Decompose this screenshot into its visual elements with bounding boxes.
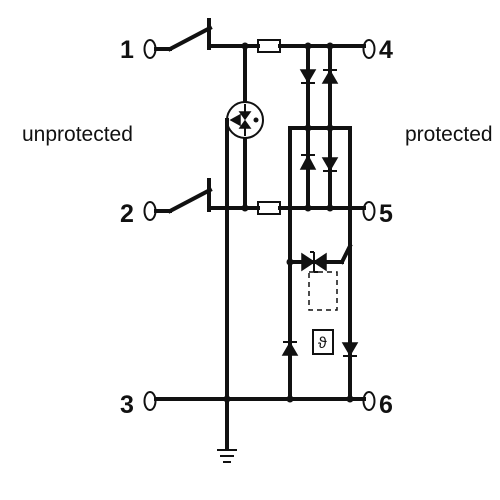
gas-arrester — [225, 44, 264, 401]
unprotected-label: unprotected — [22, 123, 133, 146]
thermal-fuse-box — [312, 329, 334, 355]
junction-dots — [223, 42, 354, 403]
terminal-1-circle — [143, 39, 157, 59]
fuse-2 — [257, 201, 281, 215]
terminal-6-label: 6 — [379, 391, 393, 419]
terminal-4-label: 4 — [379, 36, 393, 64]
fuse-1 — [257, 39, 281, 53]
terminal-3-label: 3 — [120, 391, 134, 419]
lower-legs — [281, 260, 359, 401]
thermal-symbol: ϑ — [318, 335, 327, 352]
protected-label: protected — [405, 123, 493, 146]
terminal-2-circle — [143, 201, 157, 221]
terminal-5-label: 5 — [379, 200, 393, 228]
terminal-4-circle — [362, 39, 376, 59]
terminal-1-label: 1 — [120, 36, 134, 64]
terminal-2-label: 2 — [120, 200, 134, 228]
terminal-5-circle — [362, 201, 376, 221]
thermal-link — [308, 271, 338, 311]
diode-bridge — [288, 44, 352, 260]
switch-1-blade — [167, 25, 213, 52]
switch-2-blade — [167, 187, 213, 214]
ground-icon — [217, 397, 237, 463]
top-line — [154, 18, 366, 53]
terminal-3-circle — [143, 391, 157, 411]
suppressor-diode: ϑ — [288, 243, 353, 355]
